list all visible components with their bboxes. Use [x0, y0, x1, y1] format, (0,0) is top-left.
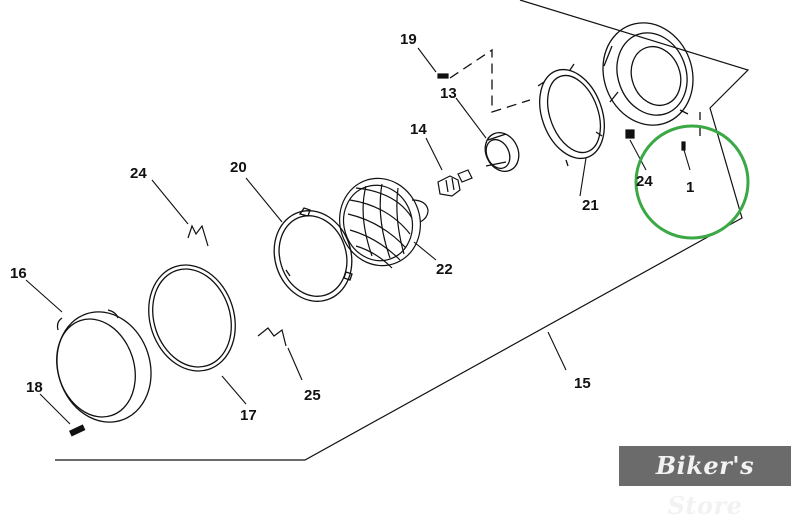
highlight-circle [634, 124, 750, 240]
callout-25: 25 [304, 387, 321, 404]
callout-24-left: 24 [130, 165, 147, 182]
part-20-retaining-ring [273, 207, 353, 302]
part-22-sealed-beam [339, 177, 429, 269]
leader-lines [25, 47, 691, 425]
callout-20: 20 [230, 159, 247, 176]
callout-15: 15 [574, 375, 591, 392]
part-21-mounting-ring [537, 63, 605, 167]
headlamp-exploded-diagram: 19 13 14 20 24 24 1 21 22 16 18 17 25 15 [10, 0, 750, 461]
watermark-logo: Biker's Store [619, 446, 791, 520]
part-15-housing [602, 22, 694, 126]
callout-19: 19 [400, 31, 417, 48]
dashed-bracket [449, 48, 701, 136]
callout-17: 17 [240, 407, 257, 424]
callout-16: 16 [10, 265, 27, 282]
part-14-bulb [437, 169, 473, 197]
part-16-outer-rim [56, 309, 152, 423]
callout-21: 21 [582, 197, 599, 214]
callout-14: 14 [410, 121, 427, 138]
callout-18: 18 [26, 379, 43, 396]
assembly-outline [55, 0, 750, 461]
callout-13: 13 [440, 85, 457, 102]
part-13-collar [484, 132, 520, 172]
callout-24-right: 24 [636, 173, 653, 190]
wire-clips [187, 224, 287, 347]
callout-22: 22 [436, 261, 453, 278]
callout-1: 1 [686, 179, 694, 196]
part-17-ring [148, 264, 236, 372]
screw-parts [69, 73, 686, 437]
